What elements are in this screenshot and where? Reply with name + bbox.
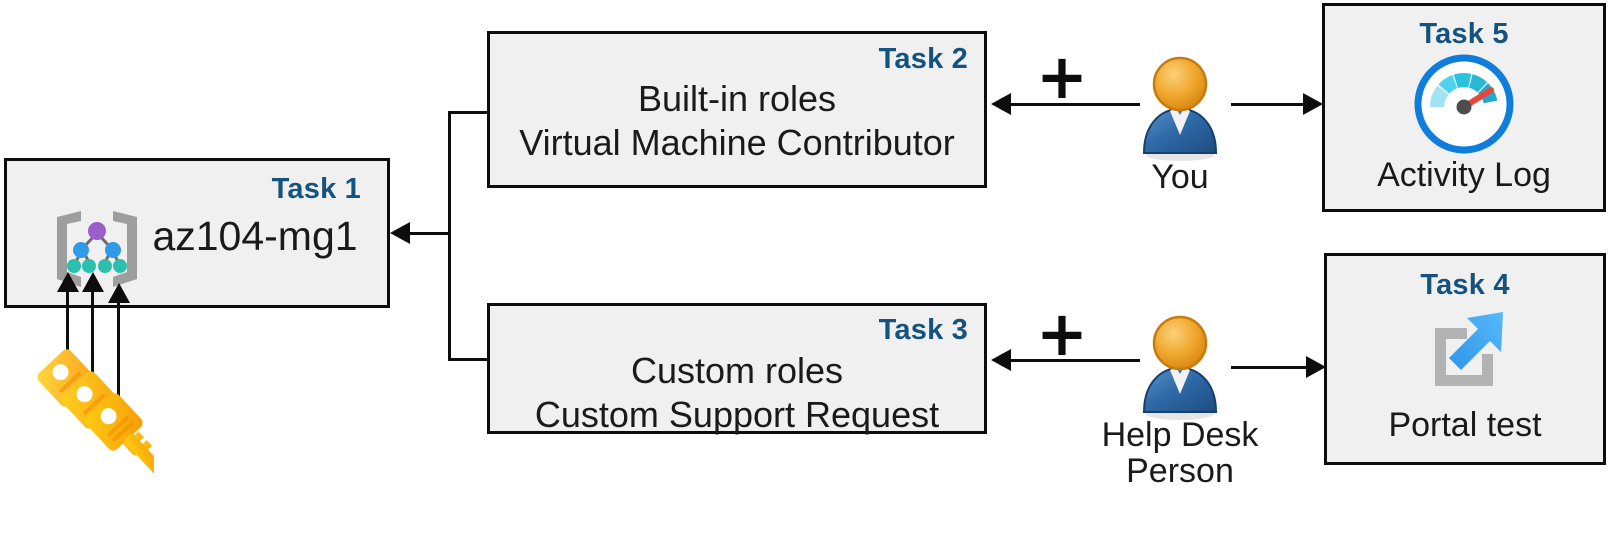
task3-label: Task 3	[878, 314, 968, 346]
task3-line2: Custom Support Request	[534, 394, 940, 435]
task3-line1: Custom roles	[630, 350, 844, 391]
bracket-vertical-line	[448, 111, 451, 361]
task5-label: Task 5	[1419, 18, 1509, 50]
key-arrow-3-head	[108, 283, 130, 303]
task5-text: Activity Log	[1377, 156, 1551, 194]
plus-operator-bottom: +	[1036, 297, 1088, 370]
arrow-to-task1-line	[408, 232, 451, 235]
task4-label: Task 4	[1420, 269, 1510, 301]
person-help-desk-caption-line1: Help Desk	[1101, 416, 1259, 454]
management-group-icon	[47, 205, 147, 302]
external-link-icon	[1415, 304, 1515, 405]
gauge-icon	[1414, 54, 1514, 159]
person-icon	[1142, 56, 1218, 161]
task1-text: az104-mg1	[152, 213, 358, 259]
person-help-desk-caption: Help Desk Person	[1080, 416, 1280, 490]
key-arrow-2-line	[91, 292, 94, 390]
key-arrow-2-head	[82, 272, 104, 292]
bracket-stub-top	[448, 111, 490, 114]
task2-line1: Built-in roles	[637, 78, 837, 119]
plus-operator-top: +	[1036, 40, 1088, 113]
task4-box[interactable]: Task 4 Portal test	[1324, 253, 1606, 465]
person-icon	[1142, 315, 1218, 420]
key-arrow-1-line	[66, 292, 69, 370]
person-help-desk[interactable]	[1130, 312, 1230, 422]
person-you-caption-line1: You	[1151, 158, 1209, 196]
arrow-you-to-task2-head	[991, 93, 1011, 115]
task5-box[interactable]: Task 5 Activity Log	[1322, 3, 1606, 212]
arrow-you-to-task5-head	[1303, 93, 1323, 115]
person-you[interactable]	[1130, 53, 1230, 163]
arrow-you-to-task2-line	[1010, 103, 1140, 106]
arrow-helpdesk-to-task4-line	[1231, 366, 1307, 369]
task1-label: Task 1	[271, 173, 361, 205]
arrow-helpdesk-to-task4-head	[1306, 356, 1326, 378]
task2-line2: Virtual Machine Contributor	[519, 122, 955, 163]
task2-label: Task 2	[878, 43, 968, 75]
arrow-helpdesk-to-task3-head	[991, 349, 1011, 371]
key-arrow-1-head	[57, 272, 79, 292]
key-arrow-3-line	[117, 303, 120, 413]
person-help-desk-caption-line2: Person	[1126, 451, 1234, 490]
task2-box[interactable]: Task 2 Built-in roles Virtual Machine Co…	[487, 31, 987, 188]
task3-box[interactable]: Task 3 Custom roles Custom Support Reque…	[487, 303, 987, 435]
bracket-stub-bottom	[448, 358, 490, 361]
arrow-to-task1-head	[390, 222, 410, 244]
arrow-you-to-task5-line	[1231, 103, 1304, 106]
person-you-caption: You	[1130, 158, 1230, 196]
task4-text: Portal test	[1388, 406, 1542, 444]
arrow-helpdesk-to-task3-line	[1010, 359, 1140, 362]
keys-icon	[34, 346, 177, 479]
